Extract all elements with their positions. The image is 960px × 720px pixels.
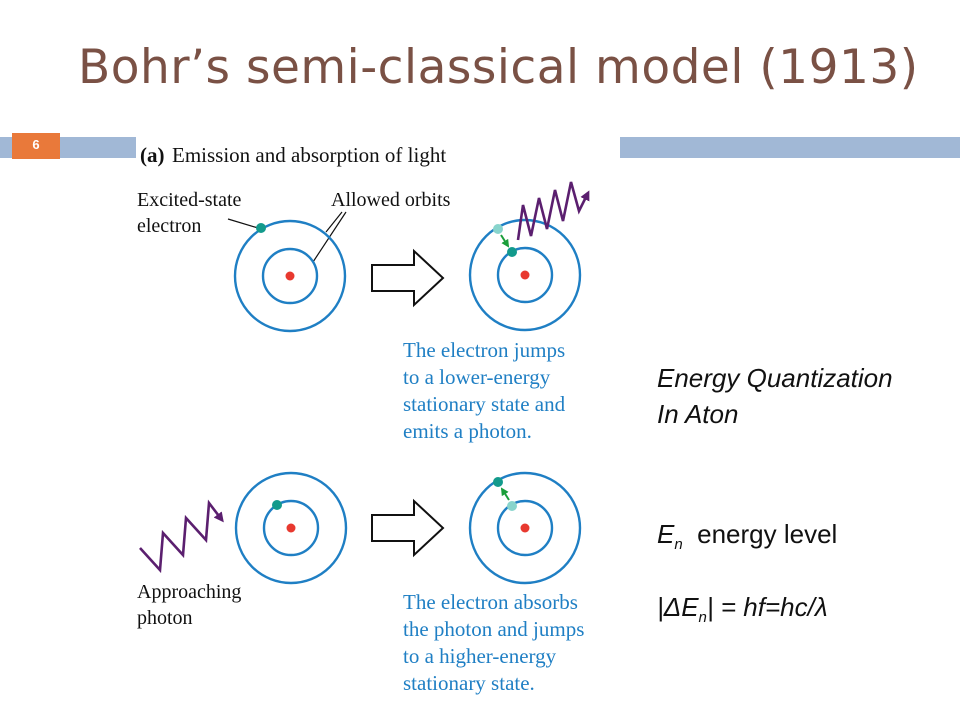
electron-ghost	[507, 501, 517, 511]
process-arrow-absorption	[371, 498, 445, 558]
electron-higher-state	[493, 477, 503, 487]
formula-open: |ΔE	[657, 592, 699, 622]
energy-subscript: n	[674, 536, 683, 554]
label-photon: photon	[137, 607, 193, 629]
atom-emission-after	[468, 181, 590, 332]
energy-symbol: E	[657, 519, 675, 549]
absorption-caption-line-2: the photon and jumps	[403, 617, 584, 641]
energy-level-text: energy level	[697, 519, 838, 549]
nucleus	[286, 523, 296, 533]
notes-heading-line-1: Energy Quantization	[657, 363, 893, 393]
formula-close: | = hf=hc/λ	[706, 592, 828, 622]
emission-caption-line-3: stationary state and	[403, 392, 566, 416]
energy-formula: |ΔEn| = hf=hc/λ	[657, 592, 828, 626]
label-allowed-orbits: Allowed orbits	[331, 189, 451, 211]
accent-bar-middle	[60, 137, 136, 158]
leader-line-excited	[227, 218, 259, 229]
atom-emission-before	[233, 219, 347, 333]
absorption-caption-line-3: to a higher-energy	[403, 644, 557, 668]
absorption-caption-line-4: stationary state.	[403, 671, 535, 695]
energy-level-definition: En energy level	[657, 519, 837, 553]
formula-subscript: n	[698, 609, 707, 627]
label-excited-state: Excited-state	[137, 189, 242, 211]
accent-bar-left	[0, 137, 12, 158]
notes-heading-line-2: In Aton	[657, 399, 739, 429]
atom-absorption-after	[468, 471, 582, 585]
absorption-caption-line-1: The electron absorbs	[403, 590, 578, 614]
emitted-photon-wave	[516, 181, 590, 241]
electron-ghost	[493, 224, 503, 234]
emission-caption-line-2: to a lower-energy	[403, 365, 551, 389]
page-title: Bohr’s semi-classical model (1913)	[78, 40, 919, 95]
transition-arrow-down	[500, 234, 510, 248]
accent-bar-right	[620, 137, 960, 158]
nucleus	[520, 270, 530, 280]
page-number-badge: 6	[12, 133, 60, 159]
label-electron: electron	[137, 215, 201, 237]
excited-electron	[256, 223, 266, 233]
emission-caption-line-1: The electron jumps	[403, 338, 565, 362]
atom-absorption-before	[234, 471, 348, 585]
label-approaching: Approaching	[137, 581, 241, 603]
panel-title: Emission and absorption of light	[172, 143, 446, 167]
process-arrow-emission	[371, 248, 445, 308]
emission-caption-line-4: emits a photon.	[403, 419, 532, 443]
nucleus	[520, 523, 530, 533]
ground-state-electron	[272, 500, 282, 510]
nucleus	[285, 271, 295, 281]
electron-lower-state	[507, 247, 517, 257]
leader-line-orbit-outer	[325, 211, 343, 233]
transition-arrow-up	[500, 487, 510, 501]
panel-label: (a)	[140, 143, 165, 167]
approaching-photon-wave	[139, 499, 224, 574]
